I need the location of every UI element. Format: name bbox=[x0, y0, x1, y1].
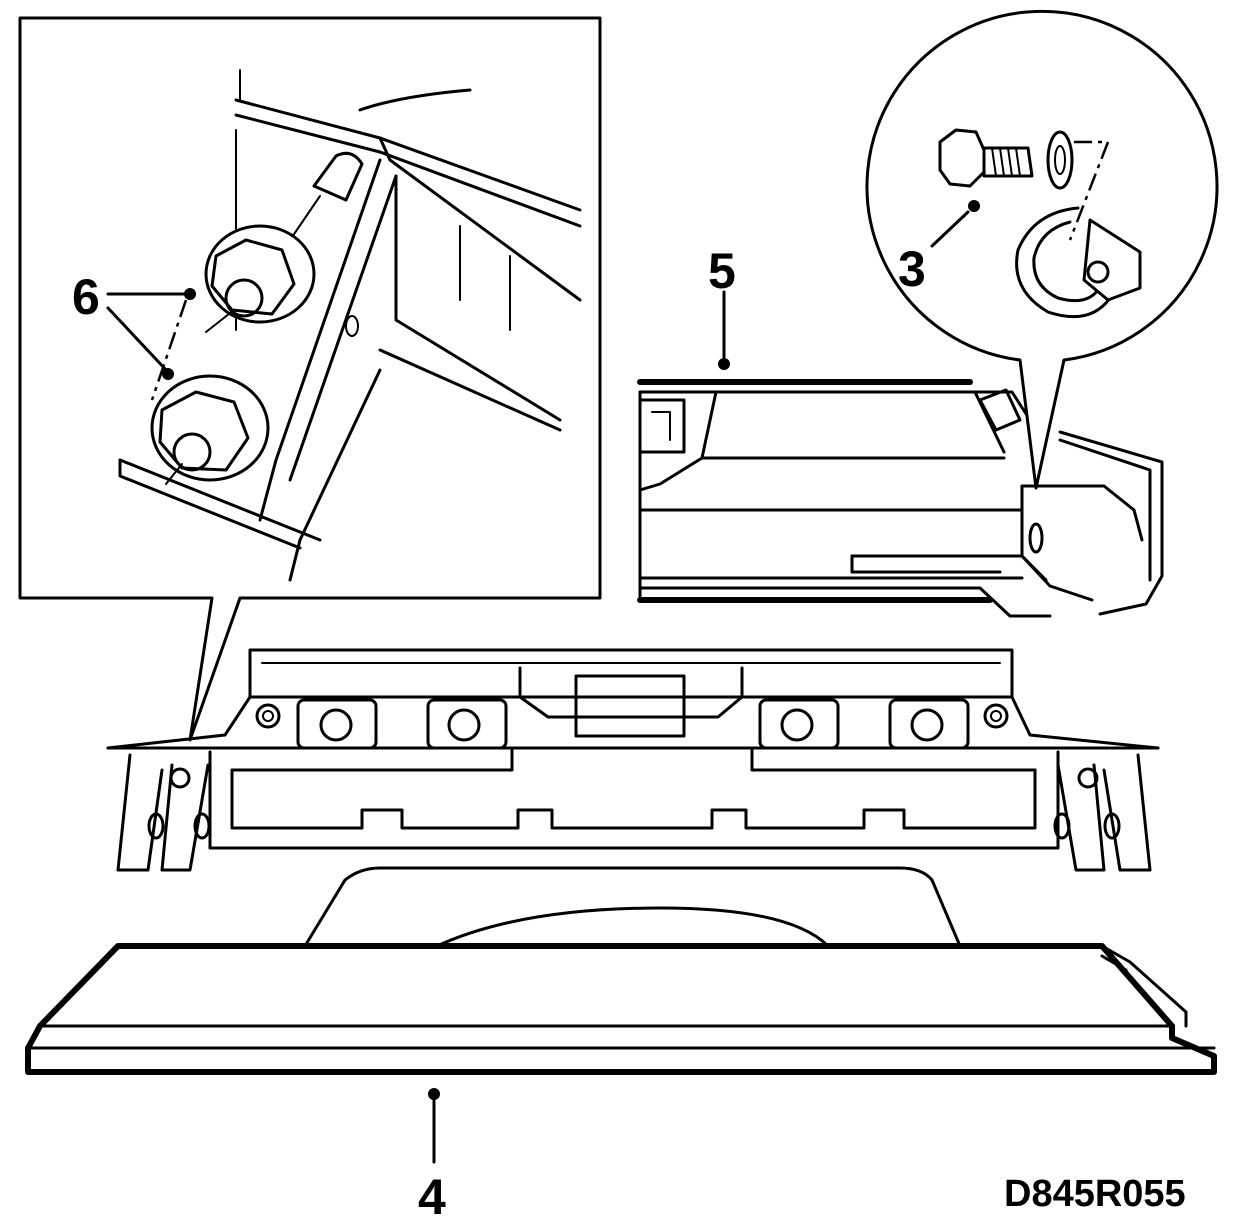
retaining-clip bbox=[1015, 206, 1142, 319]
upper-flange-nut bbox=[204, 224, 316, 333]
callout-5: 5 bbox=[708, 243, 736, 299]
rear-section-cutaway bbox=[637, 379, 1164, 618]
mounting-pads bbox=[255, 698, 1009, 750]
callout-3: 3 bbox=[898, 241, 926, 297]
callout-4: 4 bbox=[418, 1169, 446, 1225]
bumper-cover-panel bbox=[25, 866, 1217, 1075]
leader-dot-4 bbox=[428, 1088, 440, 1100]
bumper-reinforcement-beam bbox=[106, 648, 1160, 872]
drawing-reference-code: D845R055 bbox=[1004, 1173, 1186, 1215]
callout-6: 6 bbox=[72, 269, 100, 325]
lower-flange-nut bbox=[150, 374, 270, 485]
bolt-with-washer bbox=[938, 128, 1074, 190]
bolt-detail-inset bbox=[865, 9, 1219, 490]
leader-dot-5 bbox=[718, 358, 730, 370]
nut-detail-inset bbox=[18, 16, 602, 742]
